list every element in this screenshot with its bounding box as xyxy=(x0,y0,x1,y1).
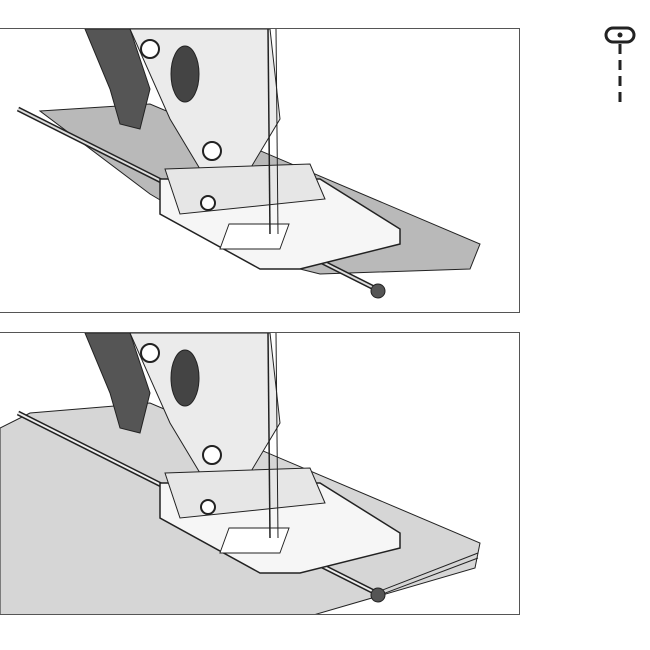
presser-foot-illustration-top xyxy=(16,29,481,299)
stitch-guide-icon xyxy=(600,24,640,106)
illustration-panel-top xyxy=(0,28,520,313)
presser-foot-illustration-bottom xyxy=(0,333,481,614)
illustration-panel-bottom xyxy=(0,332,520,615)
